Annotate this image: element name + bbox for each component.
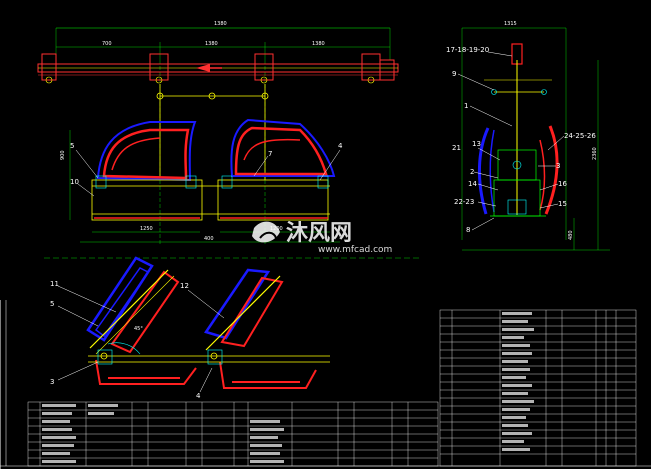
callout-5-top: 5 (70, 142, 74, 150)
callout-13: 13 (472, 140, 481, 148)
tilt-angle: 45° (134, 326, 143, 332)
dim-top-mid: 1380 (205, 41, 218, 47)
callout-22-23: 22-23 (454, 198, 474, 206)
side-view: 1315 2360 480 17-18-19-20 9 (446, 21, 610, 251)
callout-1: 1 (464, 102, 468, 110)
callout-12: 12 (180, 282, 189, 290)
callout-21: 21 (452, 144, 461, 152)
callout-2: 2 (470, 168, 474, 176)
callout-3-side: 3 (556, 162, 560, 170)
callout-4-top: 4 (338, 142, 343, 150)
watermark-url: www.mfcad.com (318, 245, 392, 255)
callout-5-tilt: 5 (50, 300, 54, 308)
callout-9: 9 (452, 70, 456, 78)
dim-bottom-gap: 400 (204, 236, 214, 242)
callout-7: 7 (268, 150, 272, 158)
dim-bottom-left: 1250 (140, 226, 153, 232)
callout-15: 15 (558, 200, 567, 208)
callout-24-26: 24-25-26 (564, 132, 596, 140)
callout-10: 10 (70, 178, 79, 186)
callout-14: 14 (468, 180, 477, 188)
dim-top-right: 1380 (312, 41, 325, 47)
dim-top-left: 700 (102, 41, 112, 47)
parts-table-bottom (27, 401, 439, 467)
callout-16: 16 (558, 180, 567, 188)
watermark: 沐风网 www.mfcad.com (252, 221, 392, 255)
top-view: 1380 700 1380 1380 (37, 21, 399, 246)
dim-side-bottom: 480 (568, 230, 574, 240)
tilted-view: 45° 11 12 5 3 4 (44, 256, 420, 400)
callout-3-tilt: 3 (50, 378, 54, 386)
watermark-brand: 沐风网 (286, 221, 352, 246)
dim-left-vert: 900 (60, 150, 66, 160)
callout-8: 8 (466, 226, 470, 234)
parts-table-right (439, 309, 637, 467)
callout-4-tilt: 4 (196, 392, 201, 400)
dim-side-width: 1315 (504, 21, 517, 27)
table-text-marks (42, 312, 534, 463)
dim-top-overall: 1380 (214, 21, 227, 27)
callout-11: 11 (50, 280, 59, 288)
callout-17-20: 17-18-19-20 (446, 46, 489, 54)
dim-side-height: 2360 (592, 147, 598, 160)
